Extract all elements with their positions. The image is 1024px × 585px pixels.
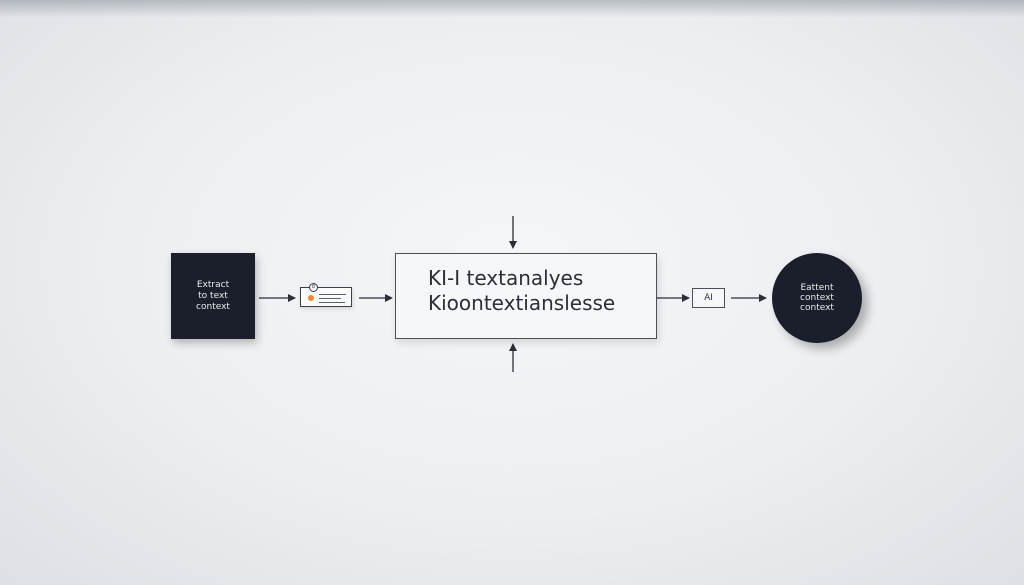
main-process-subtitle: Kioontextianslesse xyxy=(428,291,616,315)
document-line xyxy=(319,302,345,303)
end-node: Eattent context context xyxy=(772,253,862,343)
document-card: 8 xyxy=(300,283,352,307)
top-shadow xyxy=(0,0,1024,18)
document-badge: 8 xyxy=(309,283,318,292)
main-process-box: KI-I textanalyes Kioontextianslesse xyxy=(395,253,657,339)
document-dot-icon xyxy=(308,295,314,301)
ai-step-box: AI xyxy=(692,288,725,308)
document-line xyxy=(319,298,341,299)
document-line xyxy=(319,294,346,295)
start-node: Extract to text context xyxy=(171,253,255,339)
main-process-title: KI-I textanalyes xyxy=(428,266,584,290)
